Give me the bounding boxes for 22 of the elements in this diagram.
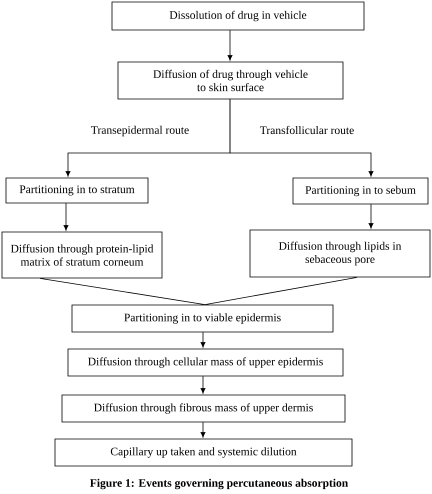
arrow <box>200 332 206 348</box>
process-box: Diffusion through cellular mass of upper epidermis <box>68 348 344 376</box>
process-box: Partitioning in to stratum <box>6 178 148 204</box>
process-box: Capillary up taken and systemic dilution <box>54 438 352 466</box>
arrow <box>228 30 232 61</box>
arrow <box>368 204 374 229</box>
edge-label: Transepidermal route <box>90 124 190 138</box>
process-box: Dissolution of drug in vehicle <box>112 2 364 30</box>
process-box: Partitioning in to sebum <box>292 178 428 204</box>
process-box: Partitioning in to viable epidermis <box>72 304 334 332</box>
arrow <box>200 376 206 394</box>
connector-line <box>204 277 358 305</box>
arrow <box>64 203 68 231</box>
process-box: Diffusion through fibrous mass of upper dermis <box>62 394 346 422</box>
edge-label: Transfollicular route <box>258 124 356 136</box>
process-box: Diffusion of drug through vehicle to skin surface <box>118 62 344 100</box>
arrow <box>230 99 374 177</box>
process-box: Diffusion through protein-lipid matrix of stratum corneum <box>2 232 162 278</box>
arrow <box>200 422 206 438</box>
connector-line <box>40 278 206 305</box>
process-box: Diffusion through lipids in sebaceous pore <box>250 230 430 278</box>
figure-caption: Figure 1: Events governing percutaneous absorption <box>90 478 348 490</box>
